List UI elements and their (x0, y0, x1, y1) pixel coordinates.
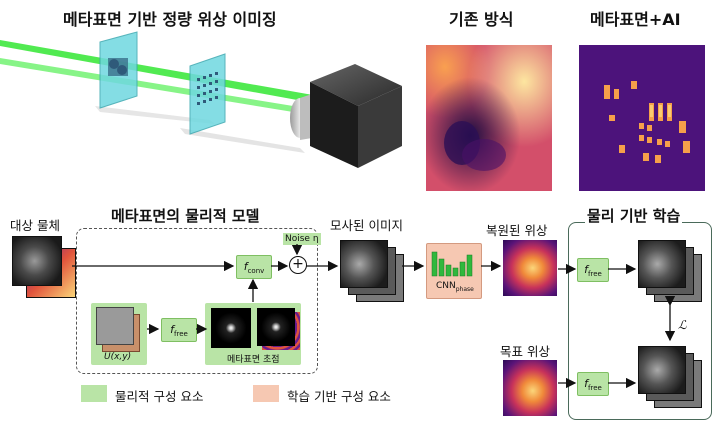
legend-physical-label: 물리적 구성 요소 (115, 389, 204, 404)
legend-learning-swatch (253, 385, 279, 402)
focus-image-1 (211, 308, 251, 348)
cnn-label: CNNphase (436, 281, 474, 293)
conventional-phase-image (426, 45, 552, 191)
f-conv-box: fconv (236, 255, 272, 279)
f-free-box-target: ffree (577, 372, 609, 396)
main-title: 메타표면 기반 정량 위상 이미징 (63, 10, 277, 29)
physical-model-title: 메타표면의 물리적 모델 (111, 207, 260, 225)
cnn-bars-icon (431, 251, 473, 277)
u-xy-label: U(x,y) (104, 352, 132, 362)
metasurface-focus-label: 메타표면 초점 (227, 355, 280, 365)
simulated-image-label: 모사된 이미지 (330, 218, 403, 233)
target-phase-label: 목표 위상 (500, 344, 550, 359)
physics-learning-title: 물리 기반 학습 (585, 205, 683, 226)
recovered-phase-label: 복원된 위상 (486, 223, 548, 238)
noise-adder: + (289, 256, 307, 274)
f-free-box-recovered: ffree (577, 258, 609, 282)
loss-symbol: ℒ (678, 318, 687, 332)
legend-learning-label: 학습 기반 구성 요소 (287, 389, 391, 404)
target-phase-image (503, 360, 557, 416)
recovered-phase-image (503, 240, 557, 296)
conventional-title: 기존 방식 (449, 10, 514, 29)
legend-physical-swatch (81, 385, 107, 402)
f-free-box-model: ffree (161, 318, 197, 342)
noise-label: Noise η (283, 233, 321, 245)
target-object-label: 대상 물체 (10, 218, 60, 233)
input-field-image (96, 307, 134, 345)
physical-model-region (76, 228, 318, 374)
metasurface-ai-phase-image (579, 45, 705, 191)
optical-setup-illustration (0, 31, 402, 168)
focus-image-2 (257, 308, 295, 346)
metasurface-ai-title: 메타표면+AI (590, 10, 681, 29)
